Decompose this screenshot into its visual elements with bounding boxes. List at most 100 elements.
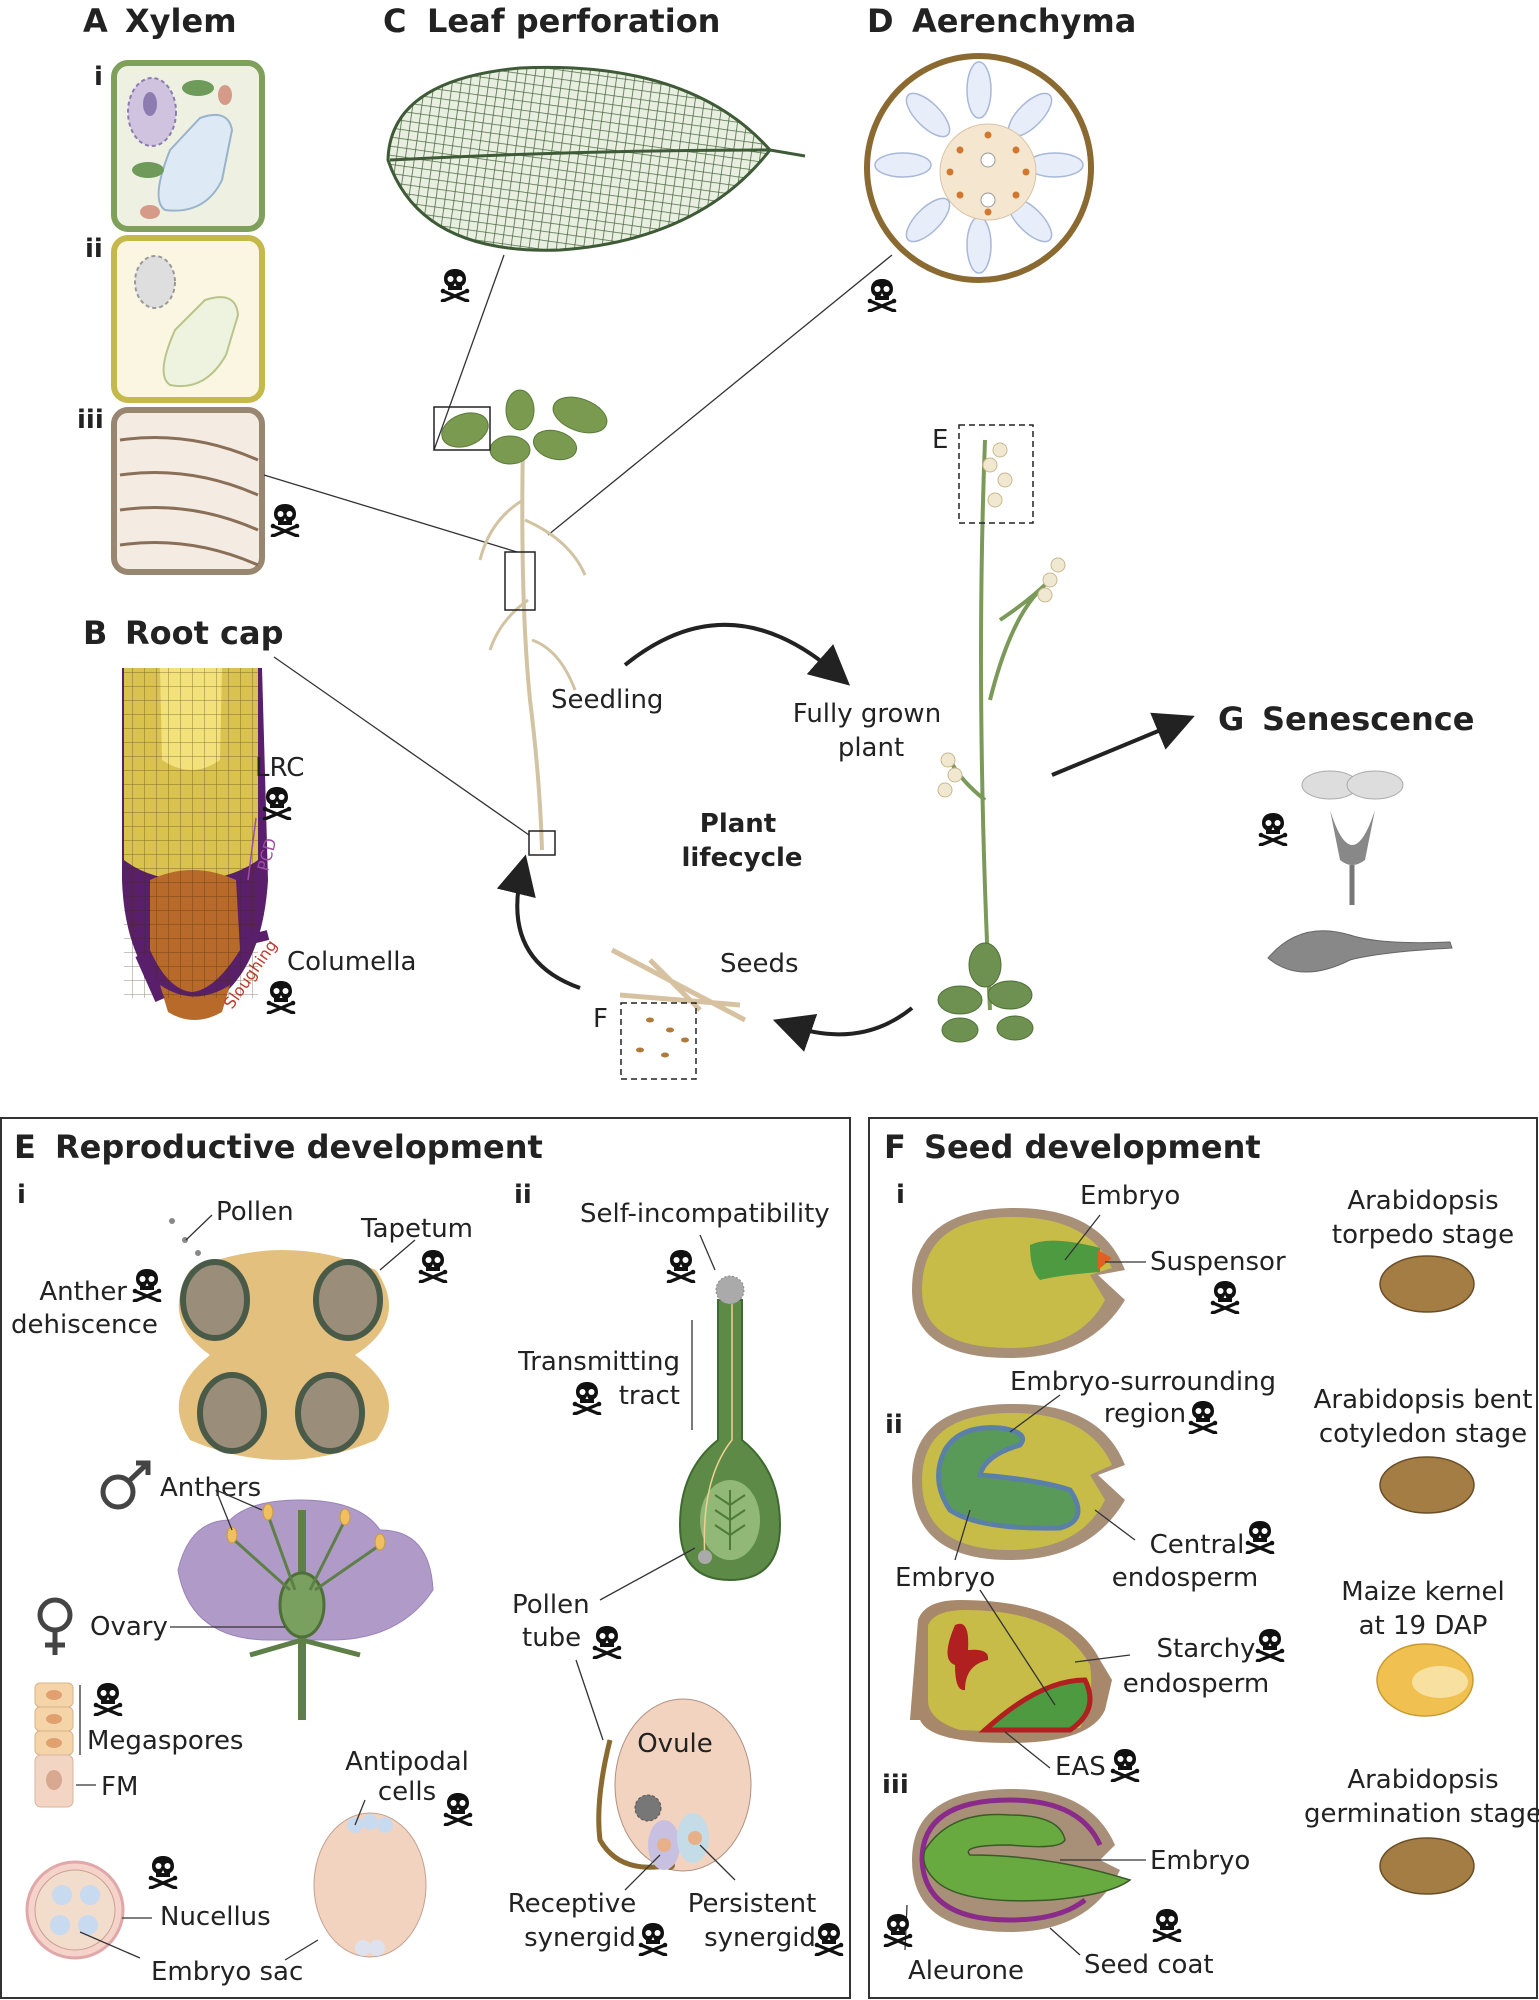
megaspores-label: Megaspores [87,1726,243,1756]
self-incompatibility-label: Self-incompatibility [580,1199,830,1229]
embryo-surrounding-region-label: Embryo-surrounding [1010,1367,1276,1397]
panel-letter: G [1218,700,1244,738]
lifecycle-title: lifecycle [681,843,802,873]
senescent-flower [1301,770,1404,905]
skull-crossbones-icon [418,1249,448,1283]
pistil-illustration [678,1234,782,1582]
seed-image [1379,1255,1475,1313]
persistent-synergid-label: Persistent [688,1889,817,1919]
panel-title: Senescence [1262,700,1474,738]
skull-crossbones-icon [1258,812,1288,846]
arrow-seeds-to-seedling [496,854,581,990]
inset-f-label: F [593,1004,608,1034]
stage-label: cotyledon stage [1319,1419,1527,1449]
kernel-embryo [1412,1666,1468,1698]
panel-letter: D [867,2,894,40]
embryo-label: Embryo [1080,1181,1180,1211]
male-symbol-icon [100,1460,151,1510]
antipodal-cells-label: Antipodal [345,1747,469,1777]
persistent-synergid-label: synergid [704,1923,816,1953]
embryo-label: Embryo [895,1563,995,1593]
starchy-endosperm-label: Starchy [1157,1634,1256,1664]
flower-longitudinal-section [177,1489,434,1720]
fully-grown-label: plant [838,733,904,763]
subpanel-label: ii [514,1180,532,1210]
stage-label: Arabidopsis [1347,1186,1498,1216]
panel-d-aerenchyma: D Aerenchyma [864,2,1136,312]
eas-label: EAS [1055,1752,1106,1782]
pcd-bracket [247,817,257,881]
xylem-cell-i [111,60,265,232]
panel-g-senescence: G Senescence [1218,700,1474,973]
inset-e-label: E [932,425,948,455]
skull-crossbones-icon [592,1625,622,1659]
fm-label: FM [101,1772,138,1802]
pollen-label: Pollen [216,1197,294,1227]
female-symbol-icon [37,1597,73,1655]
skull-crossbones-icon [867,278,897,312]
subpanel-label: i [896,1180,905,1210]
skull-crossbones-icon [883,1913,913,1947]
panel-letter: C [383,2,406,40]
seed-pods-illustration: F [593,947,747,1080]
seed-bent-cotyledon-illustration [912,1394,1136,1561]
seed-image [1379,1837,1475,1895]
panel-letter: E [14,1128,36,1166]
subpanel-label: ii [885,1410,903,1440]
anther-dehiscence-label: dehiscence [11,1310,158,1340]
stage-maize-kernel: Maize kernel at 19 DAP [1341,1577,1505,1717]
panel-letter: F [884,1128,906,1166]
panel-c-leaf-perforation: C Leaf perforation [383,2,806,302]
panel-title: Leaf perforation [427,2,720,40]
seed-image [1379,1456,1475,1514]
pollen-tube-label: Pollen [512,1590,590,1620]
panel-b-root-cap: B Root cap LRC PCD Sloughing Columella [83,614,416,1020]
stage-label: i [94,62,103,92]
stage-label: torpedo stage [1332,1220,1514,1250]
subpanel-label: i [17,1180,26,1210]
xylem-cell-iii [111,407,265,575]
nucellus-label: Nucellus [160,1902,271,1932]
skull-crossbones-icon [1188,1400,1218,1434]
panel-letter: A [83,2,108,40]
transmitting-tract-label: Transmitting [517,1347,680,1377]
skull-crossbones-icon [1110,1748,1140,1782]
panel-title: Seed development [924,1128,1261,1166]
stage-label: at 19 DAP [1359,1611,1488,1641]
embryo-sac-label: Embryo sac [151,1957,303,1987]
seedling-illustration [433,389,608,856]
skull-crossbones-icon [440,268,470,302]
panel-title: Root cap [125,614,284,652]
panel-f-seed-development: F Seed development i ii iii Embryo Suspe… [868,1117,1539,1999]
embryo-label: Embryo [1150,1846,1250,1876]
stage-label: ii [85,234,103,264]
skull-crossbones-icon [1210,1280,1240,1314]
panel-title: Xylem [125,2,237,40]
stage-bent-cotyledon: Arabidopsis bent cotyledon stage [1314,1385,1532,1514]
skull-crossbones-icon [148,1855,178,1889]
skull-crossbones-icon [572,1381,602,1415]
seedling-label: Seedling [551,685,663,715]
skull-crossbones-icon [1245,1520,1275,1554]
receptive-synergid-label: synergid [524,1923,636,1953]
nucellus-illustration [25,1860,152,1960]
aleurone-label: Aleurone [908,1956,1024,1986]
seed-germination-illustration [904,1788,1146,1956]
skull-crossbones-icon [1152,1908,1182,1942]
embryo-sac-illustration [284,1799,427,1961]
suspensor-label: Suspensor [1150,1247,1286,1277]
megaspores-illustration [34,1682,96,1808]
ovule-label: Ovule [637,1729,713,1759]
skull-crossbones-icon [638,1922,668,1956]
maize-seed-illustration [910,1589,1131,1769]
plant-lifecycle: Seedling Fully grown plant Plant lifecyc… [263,254,1195,1080]
panel-title: Reproductive development [55,1128,543,1166]
arrow-plant-to-senescence [1051,712,1195,777]
skull-crossbones-icon [1255,1628,1285,1662]
subpanel-label: iii [882,1770,909,1800]
arrow-plant-to-seeds [772,1006,914,1052]
adult-plant-illustration: E [932,424,1066,1043]
transmitting-tract-label: tract [619,1381,680,1411]
anther-cross-section [169,1214,416,1460]
